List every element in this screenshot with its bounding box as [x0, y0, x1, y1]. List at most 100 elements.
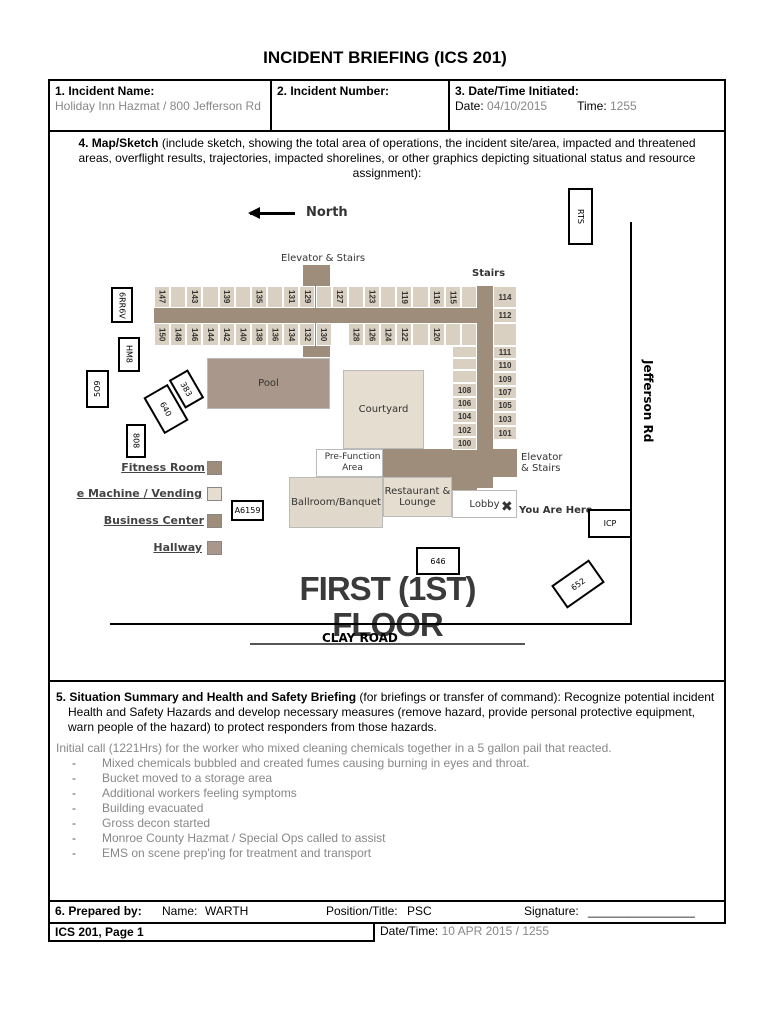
room-150: 150 [154, 323, 171, 346]
room-123: 123 [363, 286, 381, 308]
unit-509: 5O9 [86, 370, 109, 408]
summary-item: Additional workers feeling symptoms [64, 786, 718, 801]
room-blank [202, 286, 219, 308]
north-arrow-icon [250, 212, 295, 215]
room-blank [234, 286, 251, 308]
room-east: 114 [493, 286, 517, 308]
room-inner: 100 [452, 437, 477, 450]
room-139: 139 [218, 286, 235, 308]
elevator-stairs-label: Elevator & Stairs [281, 253, 366, 264]
name-value[interactable]: WARTH [205, 904, 249, 918]
page-label: ICS 201, Page 1 [55, 925, 144, 939]
room-blank [412, 323, 429, 346]
room-146: 146 [186, 323, 203, 346]
north-label: North [306, 205, 348, 220]
pool-area: Pool [207, 358, 330, 409]
room-115: 115 [444, 286, 461, 308]
clay-road-line [110, 623, 632, 625]
unit-a6159: A6159 [231, 500, 264, 521]
room-inner [452, 358, 477, 370]
unit-646: 646 [416, 547, 460, 575]
room-inner: 106 [452, 397, 477, 410]
room-inner [452, 370, 477, 383]
name-label: Name: [162, 904, 198, 918]
time-value[interactable]: 1255 [610, 99, 637, 113]
unit-6rr6v: 6RR6V [111, 287, 133, 323]
summary-intro[interactable]: Initial call (1221Hrs) for the worker wh… [56, 741, 612, 755]
legend-vending: e Machine / Vending [76, 487, 202, 500]
room-inner [452, 346, 477, 358]
map-instructions-text: (include sketch, showing the total area … [78, 136, 696, 180]
room-128: 128 [347, 323, 364, 346]
summary-item: Monroe County Hazmat / Special Ops calle… [64, 831, 718, 846]
east-corridor [477, 286, 493, 488]
date-label: Date: [455, 99, 484, 113]
summary-item: Gross decon started [64, 816, 718, 831]
room-124: 124 [380, 323, 397, 346]
summary-item: Bucket moved to a storage area [64, 771, 718, 786]
summary-item: Building evacuated [64, 801, 718, 816]
summary-instructions: Recognize potential incident Health and … [68, 690, 715, 734]
room-144: 144 [202, 323, 219, 346]
room-127: 127 [331, 286, 348, 308]
room-east: 103 [493, 412, 517, 426]
summary-item: Mixed chemicals bubbled and created fume… [64, 756, 718, 771]
room-143: 143 [186, 286, 203, 308]
date-value[interactable]: 04/10/2015 [487, 99, 548, 113]
unit-rts: RTS [568, 188, 593, 245]
date-time-label: 3. Date/Time Initiated: [455, 84, 579, 98]
room-east: 107 [493, 386, 517, 399]
room-inner: 102 [452, 423, 477, 437]
room-blank [460, 323, 477, 346]
incident-number-label: 2. Incident Number: [277, 84, 390, 98]
clay-road-label: CLAY ROAD [322, 631, 398, 645]
incident-name-value[interactable]: Holiday Inn Hazmat / 800 Jefferson Rd [55, 99, 261, 113]
situation-summary-section: 5. Situation Summary and Health and Safe… [48, 680, 726, 902]
page-footer: ICS 201, Page 1 [48, 922, 375, 942]
lobby-area: Lobby [452, 490, 517, 518]
room-blank [315, 286, 332, 308]
summary-list: Mixed chemicals bubbled and created fume… [64, 756, 718, 861]
south-corridor [383, 449, 517, 477]
room-inner: 104 [452, 410, 477, 423]
room-135: 135 [250, 286, 268, 308]
position-label: Position/Title: [326, 904, 398, 918]
ballroom-area: Ballroom/Banquet [289, 477, 383, 528]
room-inner: 108 [452, 383, 477, 397]
elevator-stairs-2-label: Elevator & Stairs [521, 452, 563, 474]
form-title: INCIDENT BRIEFING (ICS 201) [263, 48, 507, 67]
summary-label: 5. Situation Summary and Health and Safe… [56, 690, 357, 704]
signature-field[interactable]: ________________ [588, 904, 695, 918]
you-are-here-label: You Are Here [519, 505, 593, 516]
room-131: 131 [283, 286, 300, 308]
datetime-value[interactable]: 10 APR 2015 / 1255 [441, 924, 550, 938]
room-blank [444, 323, 461, 346]
room-blank [460, 286, 477, 308]
position-value[interactable]: PSC [407, 904, 432, 918]
room-blank [170, 286, 187, 308]
legend-fitness: Fitness Room [121, 461, 205, 474]
room-east: 105 [493, 399, 517, 412]
map-label: 4. Map/Sketch [78, 136, 159, 150]
prepared-by-row: 6. Prepared by: Name: WARTH Position/Tit… [48, 900, 726, 924]
unit-hm8: HM8 [118, 337, 140, 372]
jefferson-rd-label: Jefferson Rd [641, 360, 655, 443]
legend-swatch [207, 487, 222, 501]
prepared-by-label: 6. Prepared by: [55, 904, 142, 918]
arrowhead-icon [248, 207, 260, 219]
room-132: 132 [299, 323, 316, 346]
room-122: 122 [396, 323, 413, 346]
incident-name-label: 1. Incident Name: [55, 84, 155, 98]
room-119: 119 [396, 286, 413, 308]
room-east [493, 323, 517, 346]
room-148: 148 [170, 323, 187, 346]
room-138: 138 [250, 323, 268, 346]
room-116: 116 [428, 286, 445, 308]
room-east: 110 [493, 359, 517, 372]
unit-808: 808 [126, 424, 146, 458]
summary-label-rest: (for briefings or transfer of command): [359, 690, 561, 704]
summary-item: EMS on scene prep'ing for treatment and … [64, 846, 718, 861]
room-130: 130 [315, 323, 332, 346]
room-east: 109 [493, 372, 517, 386]
